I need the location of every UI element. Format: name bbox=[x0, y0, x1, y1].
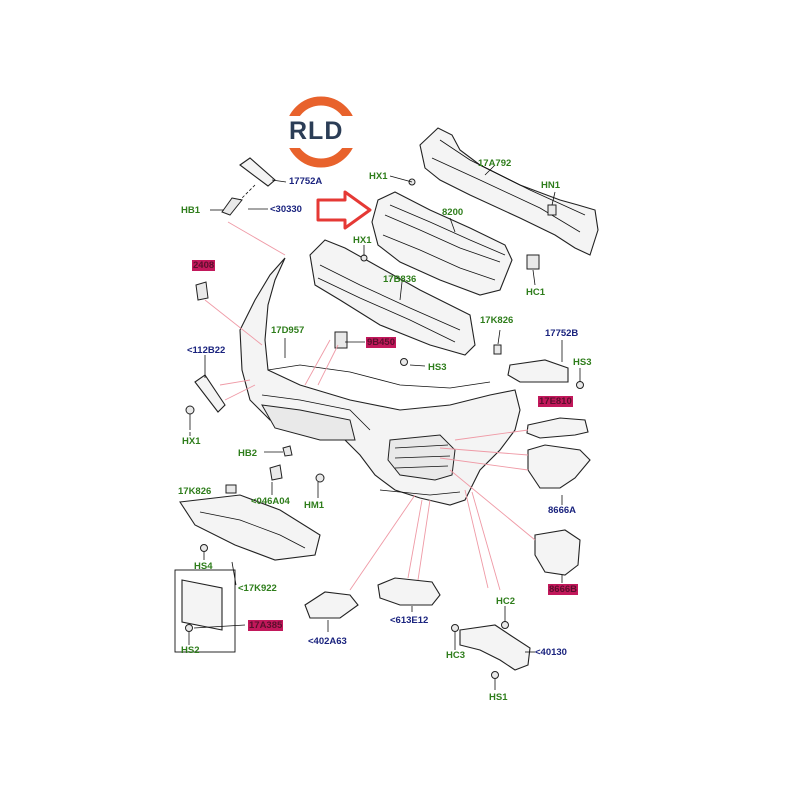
lamp-613E12 bbox=[377, 577, 441, 606]
label-17752B: 17752B bbox=[545, 328, 579, 339]
label-HC3: HC3 bbox=[446, 650, 466, 661]
label-HS3-right: HS3 bbox=[573, 357, 592, 368]
right-bracket-17E810 bbox=[526, 417, 589, 439]
upper-trim bbox=[239, 157, 276, 187]
label-2408: 2408 bbox=[192, 260, 216, 271]
label-HS3-mid: HS3 bbox=[428, 362, 447, 373]
label-8666A: 8666A bbox=[548, 505, 576, 516]
grille bbox=[371, 191, 540, 296]
label-HC1: HC1 bbox=[526, 287, 546, 298]
fog-surround-8666A bbox=[527, 444, 591, 489]
tow-bracket-40130 bbox=[459, 624, 531, 671]
left-bracket bbox=[194, 374, 226, 413]
label-8200: 8200 bbox=[442, 207, 464, 218]
plate-bracket bbox=[181, 579, 223, 631]
lamp-402A63 bbox=[304, 591, 359, 619]
label-HM1: HM1 bbox=[304, 500, 325, 511]
label-HS4: HS4 bbox=[194, 561, 213, 572]
label-HB1: HB1 bbox=[181, 205, 201, 216]
lower-shield bbox=[179, 494, 321, 561]
label-HX1-left: HX1 bbox=[182, 436, 201, 447]
label-40130: <40130 bbox=[535, 647, 567, 658]
rld-logo bbox=[282, 96, 360, 168]
highlight-arrow bbox=[316, 190, 372, 230]
label-17A385: 17A385 bbox=[248, 620, 284, 631]
label-17752A: 17752A bbox=[289, 176, 323, 187]
label-17K826-left: 17K826 bbox=[178, 486, 212, 497]
label-613E12: <613E12 bbox=[390, 615, 429, 626]
label-HX1-mid: HX1 bbox=[353, 235, 372, 246]
right-trim-17752B bbox=[507, 359, 569, 383]
label-HB2: HB2 bbox=[238, 448, 258, 459]
logo-text: RLD bbox=[289, 117, 344, 145]
label-HS1: HS1 bbox=[489, 692, 508, 703]
label-402A63: <402A63 bbox=[308, 636, 347, 647]
label-HS2: HS2 bbox=[181, 645, 200, 656]
plate-bracket-frame bbox=[174, 569, 236, 653]
bumper-cover bbox=[239, 257, 521, 506]
label-17K826-top: 17K826 bbox=[480, 315, 514, 326]
label-17B836: 17B836 bbox=[383, 274, 417, 285]
label-17D957: 17D957 bbox=[271, 325, 305, 336]
label-HC2: HC2 bbox=[496, 596, 516, 607]
label-HX1-top: HX1 bbox=[369, 171, 388, 182]
side-clip bbox=[195, 281, 209, 301]
label-8666B: 8666B bbox=[548, 584, 578, 595]
label-HN1: HN1 bbox=[541, 180, 561, 191]
label-17A792: 17A792 bbox=[478, 158, 512, 169]
label-9B450: 9B450 bbox=[366, 337, 396, 348]
label-17K922: <17K922 bbox=[238, 583, 277, 594]
grille-carrier bbox=[309, 239, 476, 356]
fog-surround-8666B bbox=[534, 529, 581, 576]
label-112B22: <112B22 bbox=[187, 345, 226, 356]
label-17E810: 17E810 bbox=[538, 396, 573, 407]
label-30330: <30330 bbox=[270, 204, 302, 215]
label-046A04: <046A04 bbox=[251, 496, 290, 507]
